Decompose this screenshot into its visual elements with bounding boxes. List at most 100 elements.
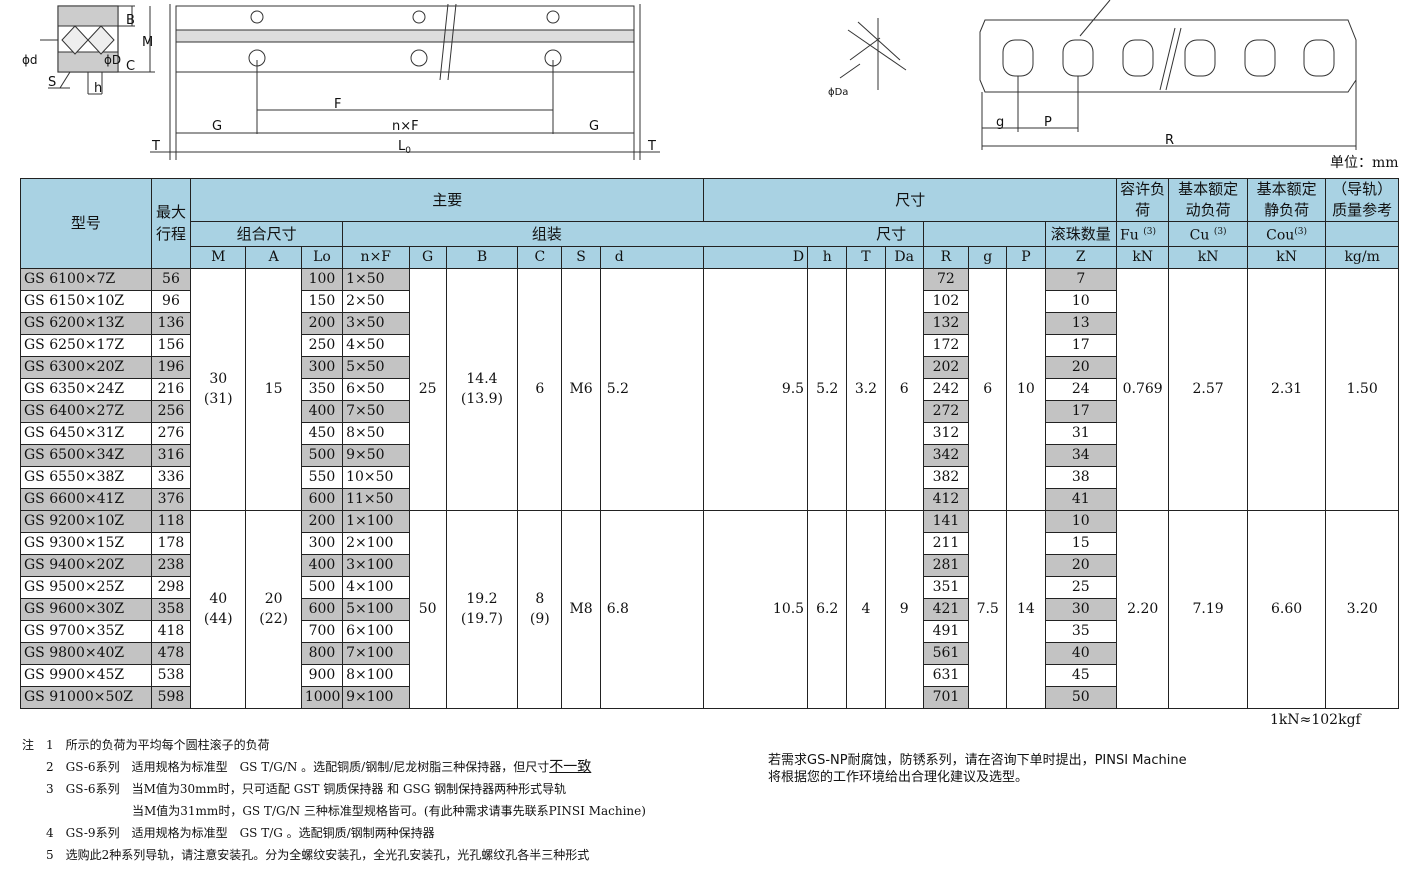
cell-stroke: 478: [150, 641, 192, 665]
cell-model: GS 6200×13Z: [20, 311, 152, 335]
cell-h: 5.2: [807, 267, 848, 511]
cell-model: GS 6350×24Z: [20, 377, 152, 401]
cell-model: GS 9300×15Z: [20, 531, 152, 555]
cell-r: 701: [922, 685, 970, 709]
cell-z: 40: [1044, 641, 1118, 665]
cell-mass: 1.50: [1325, 267, 1399, 511]
cell-fu: 2.20: [1116, 509, 1170, 709]
label-h: h: [94, 81, 102, 96]
cell-stroke: 216: [150, 377, 192, 401]
cell-t: 4: [846, 509, 886, 709]
cell-nf: 7×50: [342, 399, 410, 423]
cell-r: 202: [922, 355, 970, 379]
cell-g: 25: [408, 267, 447, 511]
header-allowable-load: 容许负荷: [1116, 178, 1170, 222]
col-cu-unit: kN: [1168, 245, 1248, 269]
cell-stroke: 376: [150, 487, 192, 511]
cell-s: M6: [561, 267, 601, 511]
cell-d: 6.8: [599, 509, 705, 709]
cell-lo: 300: [300, 531, 344, 555]
cell-b: 19.2(19.7): [445, 509, 519, 709]
spec-table: 型号 最大行程 主要 尺寸 容许负荷 基本额定动负荷 基本额定静负荷 （导轨）质…: [20, 178, 1399, 709]
cell-lo: 1000: [300, 685, 344, 709]
col-g: G: [408, 245, 447, 269]
cell-da: 9: [884, 509, 924, 709]
col-z: Z: [1044, 245, 1118, 269]
cell-lo: 300: [300, 355, 344, 379]
cell-z: 24: [1044, 377, 1118, 401]
label-da: ϕDa: [828, 87, 848, 98]
label-l0: L0: [398, 139, 411, 156]
cell-model: GS 6600×41Z: [20, 487, 152, 511]
cell-stroke: 418: [150, 619, 192, 643]
cell-stroke: 56: [150, 267, 192, 291]
cell-r: 242: [922, 377, 970, 401]
technical-drawing: B M ϕd ϕD C S h F G n×F G T L0 T: [22, 0, 1357, 160]
cell-r: 342: [922, 443, 970, 467]
cell-m: 30(31): [190, 267, 247, 511]
col-r: R: [922, 245, 970, 269]
cell-z: 25: [1044, 575, 1118, 599]
note-3: 3 GS-6系列 当M值为30mm时，只可适配 GST 铜质保持器 和 GSG …: [46, 782, 567, 796]
cell-model: GS 91000×50Z: [20, 685, 152, 709]
cell-s: M8: [561, 509, 601, 709]
cell-z: 30: [1044, 597, 1118, 621]
cell-cou: 6.60: [1246, 509, 1327, 709]
cell-z: 15: [1044, 531, 1118, 555]
cell-r: 491: [922, 619, 970, 643]
header-cu: Cu (3): [1168, 221, 1248, 247]
cell-model: GS 9400×20Z: [20, 553, 152, 577]
cell-nf: 5×50: [342, 355, 410, 379]
cell-g: 6: [968, 267, 1008, 511]
cell-r: 102: [922, 289, 970, 313]
col-g-small: g: [968, 245, 1008, 269]
cell-model: GS 9800×40Z: [20, 641, 152, 665]
col-da: Da: [884, 245, 924, 269]
col-d: d: [599, 245, 705, 269]
col-m: M: [190, 245, 247, 269]
cell-g: 7.5: [968, 509, 1008, 709]
cell-c: 8(9): [517, 509, 563, 709]
header-size: 尺寸: [876, 224, 907, 243]
cell-z: 10: [1044, 289, 1118, 313]
roller-detail-view: [839, 18, 907, 90]
col-a: A: [245, 245, 302, 269]
header-dimensions: 尺寸: [703, 178, 1118, 222]
label-b: B: [126, 13, 135, 28]
cell-lo: 600: [300, 597, 344, 621]
header-combo-size: 组合尺寸: [190, 221, 344, 247]
cell-stroke: 238: [150, 553, 192, 577]
col-lo: Lo: [300, 245, 344, 269]
cell-nf: 6×100: [342, 619, 410, 643]
cell-nf: 4×100: [342, 575, 410, 599]
label-t-right: T: [647, 139, 656, 154]
cell-d: 5.2: [599, 267, 705, 511]
cell-model: GS 9700×35Z: [20, 619, 152, 643]
cell-stroke: 256: [150, 399, 192, 423]
cell-lo: 250: [300, 333, 344, 357]
cell-cu: 7.19: [1168, 509, 1248, 709]
label-g-right: G: [589, 119, 599, 134]
cell-z: 34: [1044, 443, 1118, 467]
cell-nf: 2×100: [342, 531, 410, 555]
cell-r: 72: [922, 267, 970, 291]
col-s: S: [561, 245, 601, 269]
col-fu-unit: kN: [1116, 245, 1170, 269]
cell-z: 38: [1044, 465, 1118, 489]
cell-stroke: 358: [150, 597, 192, 621]
label-f: F: [334, 97, 341, 112]
cell-da: 6: [884, 267, 924, 511]
cell-z: 20: [1044, 553, 1118, 577]
label-g-left: G: [212, 119, 222, 134]
cell-nf: 4×50: [342, 333, 410, 357]
cell-lo: 500: [300, 575, 344, 599]
cell-nf: 1×50: [342, 267, 410, 291]
header-mass-blank: [1325, 221, 1399, 247]
